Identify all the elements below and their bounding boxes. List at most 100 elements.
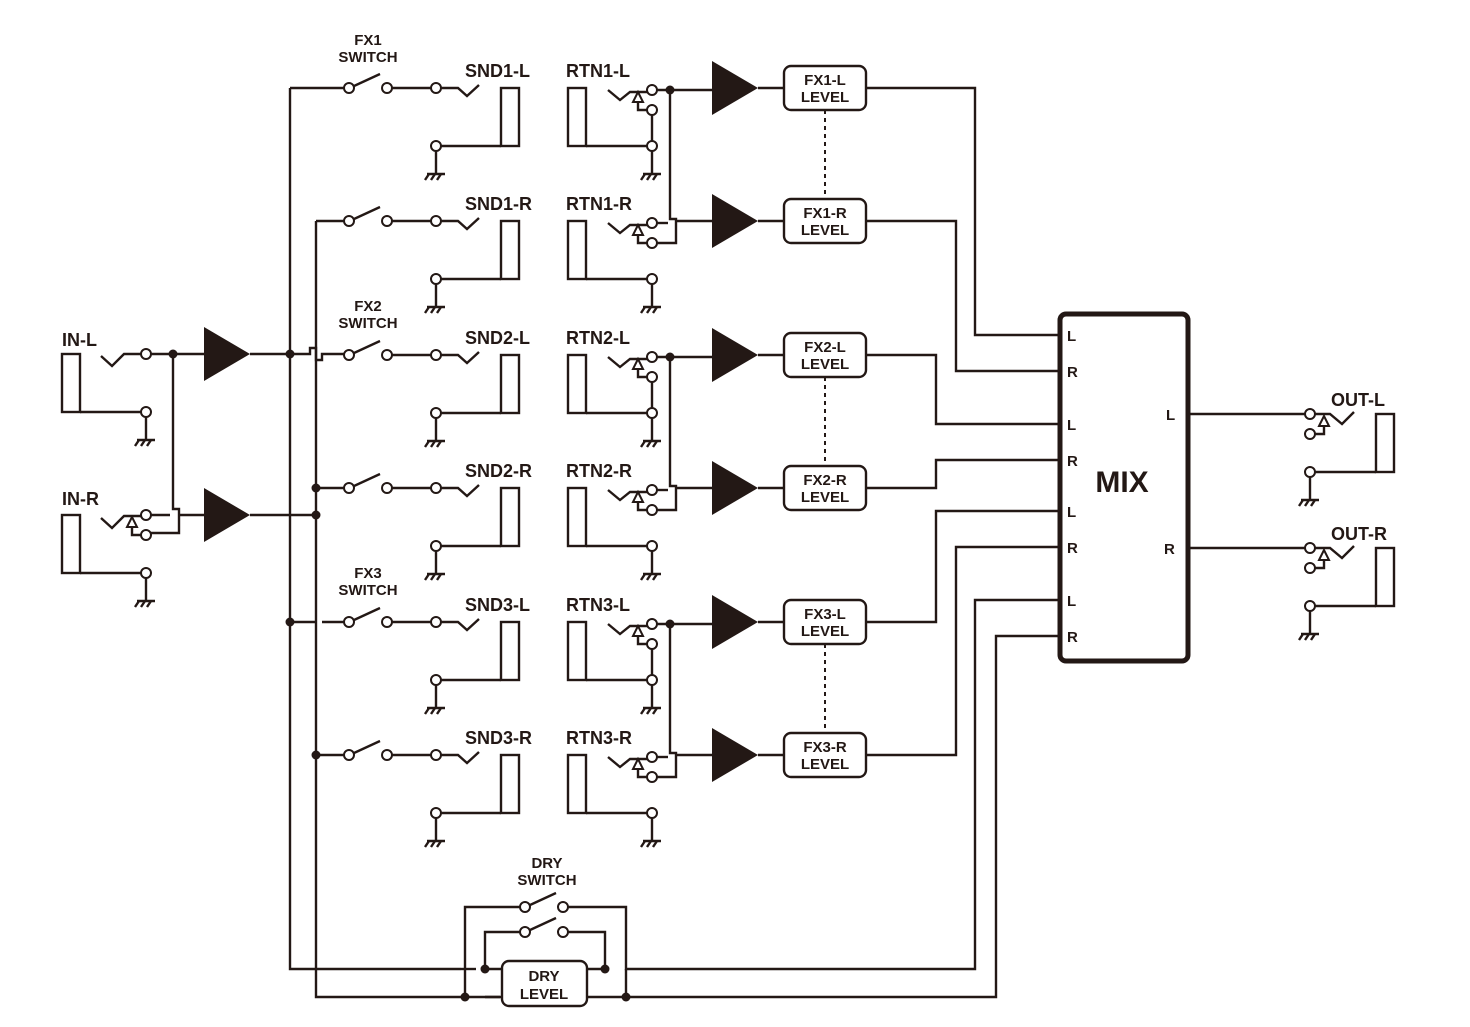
return-ground-symbol (640, 440, 646, 448)
junction-dot (621, 992, 631, 1002)
fx3-switch-label: SWITCH (338, 582, 397, 599)
junction-dot (460, 992, 470, 1002)
route-fx3r (866, 545, 1060, 757)
out-ground-symbol (1310, 499, 1316, 507)
switch-terminal-left (343, 616, 355, 628)
level-label-top: FX2-L (804, 339, 846, 356)
return-switch-contact (631, 222, 645, 236)
send-ground-symbol (436, 573, 442, 581)
out-switch-contact (1317, 413, 1331, 427)
level-label-bottom: LEVEL (801, 623, 849, 640)
in-r-ground-symbol (134, 600, 140, 608)
send-ground-symbol (424, 173, 430, 181)
send-ground-symbol (424, 440, 430, 448)
out-switch-wire (1315, 560, 1326, 570)
mix-block (1057, 311, 1191, 664)
send-jack (499, 353, 521, 415)
send-ground-symbol (436, 173, 442, 181)
fx3-switch-label: FX3 (354, 565, 382, 582)
return-tip-terminal (646, 84, 658, 96)
return-tip-terminal (646, 484, 658, 496)
return-jack (566, 86, 588, 148)
right-bus (314, 221, 461, 999)
send-ground-symbol (436, 707, 442, 715)
send-ground-symbol (424, 707, 430, 715)
components (60, 61, 1396, 1008)
level-control-box (782, 731, 868, 779)
mix-input-pin-label: R (1067, 364, 1078, 381)
switch-terminal-right (381, 215, 393, 227)
send-label: SND1-R (465, 194, 532, 214)
junction-dot (665, 352, 675, 362)
level-label-top: FX3-R (803, 739, 847, 756)
junction-dot (168, 349, 178, 359)
return-switch-terminal (646, 638, 658, 650)
dry-switch-terminal (557, 901, 569, 913)
mix-output-pin-label: L (1166, 407, 1175, 424)
switch-terminal-right (381, 482, 393, 494)
send-tip-terminal (430, 749, 442, 761)
send-tip-spring (441, 751, 480, 765)
level-label-top: FX1-R (803, 205, 847, 222)
switch-terminal-right (381, 749, 393, 761)
fx-return-amplifier (712, 461, 758, 515)
return-sleeve-terminal (646, 273, 658, 285)
send-sleeve-terminal (430, 807, 442, 819)
return-switch-contact (631, 356, 645, 370)
normalled-link-wire (657, 624, 678, 779)
send-tip-terminal (430, 349, 442, 361)
fx2-switch-label: FX2 (354, 298, 382, 315)
mix-input-pin-label: R (1067, 540, 1078, 557)
return-switch-wire (636, 235, 647, 245)
junction-dot (285, 617, 295, 627)
junction-dot (600, 964, 610, 974)
send-tip-spring (441, 217, 480, 231)
send-ground-symbol (430, 173, 436, 181)
out-tip-spring (1315, 411, 1355, 426)
return-ground-symbol (646, 306, 652, 314)
mix-input-pin-label: L (1067, 417, 1076, 434)
mix-input-pin-label: R (1067, 453, 1078, 470)
out-ground-symbol (1304, 633, 1310, 641)
level-control-box (782, 598, 868, 646)
level-control-box (782, 64, 868, 112)
send-ground-symbol (424, 573, 430, 581)
return-jack (566, 219, 588, 281)
junction-dot (665, 619, 675, 629)
return-ground-symbol (652, 173, 658, 181)
return-ground-symbol (646, 173, 652, 181)
input-amplifier-r (204, 488, 250, 542)
fx2-switch-label: SWITCH (338, 315, 397, 332)
in-r-tip-terminal (140, 509, 152, 521)
level-control-box (782, 197, 868, 245)
switch-blade (353, 472, 381, 488)
wiring (80, 72, 1376, 999)
in-l-tip-terminal (140, 348, 152, 360)
send-ground-symbol (424, 840, 430, 848)
send-ground-symbol (436, 840, 442, 848)
return-ground-symbol (652, 306, 658, 314)
out-ground-symbol (1298, 499, 1304, 507)
send-jack (499, 86, 521, 148)
return-tip-terminal (646, 217, 658, 229)
dry-switch-blade (529, 916, 557, 932)
output-jack (1374, 412, 1396, 474)
input-label-r: IN-R (62, 489, 99, 509)
out-ground-symbol (1304, 499, 1310, 507)
send-ground-symbol (430, 707, 436, 715)
send-ground-symbol (430, 573, 436, 581)
dry-switch-r-in (483, 930, 520, 969)
switch-blade (353, 339, 381, 355)
send-tip-spring (441, 351, 480, 365)
return-ground-symbol (646, 573, 652, 581)
left-bus (288, 88, 461, 971)
send-ground-symbol (424, 306, 430, 314)
switch-blade (353, 606, 381, 622)
return-jack (566, 353, 588, 415)
send-tip-terminal (430, 482, 442, 494)
output-label: OUT-R (1331, 524, 1387, 544)
mix-label: MIX (1095, 466, 1148, 499)
level-label-bottom: LEVEL (801, 89, 849, 106)
in-l-ground-symbol (134, 439, 140, 447)
